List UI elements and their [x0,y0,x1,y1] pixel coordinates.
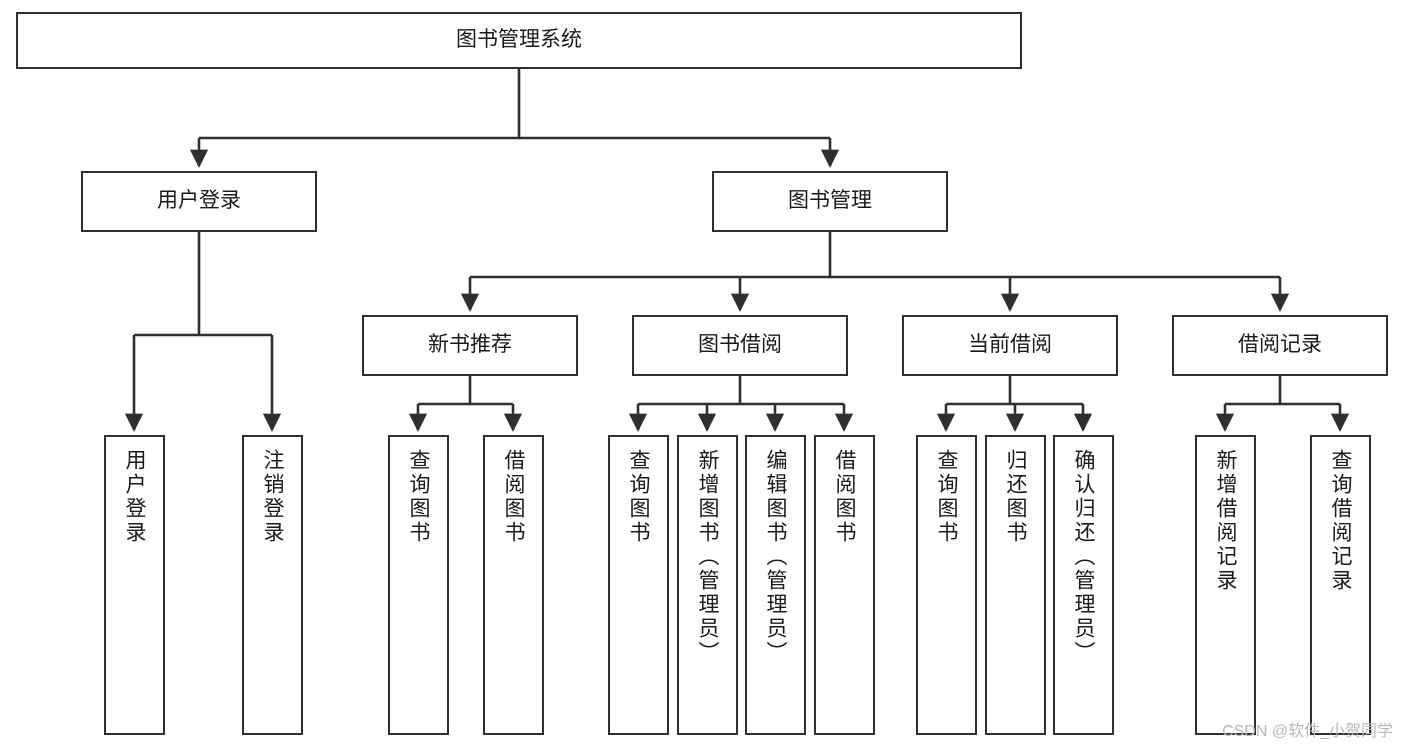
node-book-borrow[interactable]: 图书借阅 [632,315,848,376]
node-borrow-record-label: 借阅记录 [1238,333,1322,357]
leaf-node[interactable]: 查询借阅记录 [1310,435,1371,735]
leaf-node[interactable]: 编辑图书（管理员） [745,435,806,735]
node-current-borrow[interactable]: 当前借阅 [902,315,1118,376]
leaf-node[interactable]: 新增图书（管理员） [677,435,738,735]
leaf-node-label: 确认归还（管理员） [1072,449,1095,665]
leaf-node-label: 编辑图书（管理员） [764,449,787,665]
node-new-book-recommend[interactable]: 新书推荐 [362,315,578,376]
leaf-node-label: 新增图书（管理员） [696,449,719,665]
node-borrow-record[interactable]: 借阅记录 [1172,315,1388,376]
node-root-label: 图书管理系统 [456,28,582,52]
leaf-node-label: 查询借阅记录 [1329,449,1352,593]
leaf-node[interactable]: 借阅图书 [483,435,544,735]
leaf-node-label: 归还图书 [1004,449,1027,545]
leaf-node-label: 查询图书 [935,449,958,545]
leaf-node-label: 新增借阅记录 [1214,449,1237,593]
leaf-node-label: 注销登录 [261,449,284,545]
leaf-node-label: 查询图书 [407,449,430,545]
leaf-node[interactable]: 新增借阅记录 [1195,435,1256,735]
node-new-book-recommend-label: 新书推荐 [428,333,512,357]
leaf-node-label: 借阅图书 [833,449,856,545]
leaf-node[interactable]: 归还图书 [985,435,1046,735]
leaf-node[interactable]: 查询图书 [608,435,669,735]
leaf-node-label: 查询图书 [627,449,650,545]
leaf-node-label: 用户登录 [123,449,146,545]
node-book-management[interactable]: 图书管理 [712,171,948,232]
leaf-node[interactable]: 确认归还（管理员） [1053,435,1114,735]
node-user-login-label: 用户登录 [157,189,241,213]
leaf-node[interactable]: 查询图书 [916,435,977,735]
leaf-node[interactable]: 注销登录 [242,435,303,735]
leaf-node-label: 借阅图书 [502,449,525,545]
node-current-borrow-label: 当前借阅 [968,333,1052,357]
leaf-node[interactable]: 查询图书 [388,435,449,735]
leaf-node[interactable]: 用户登录 [104,435,165,735]
node-user-login[interactable]: 用户登录 [81,171,317,232]
node-book-management-label: 图书管理 [788,189,872,213]
node-book-borrow-label: 图书借阅 [698,333,782,357]
leaf-node[interactable]: 借阅图书 [814,435,875,735]
node-root[interactable]: 图书管理系统 [16,12,1022,69]
